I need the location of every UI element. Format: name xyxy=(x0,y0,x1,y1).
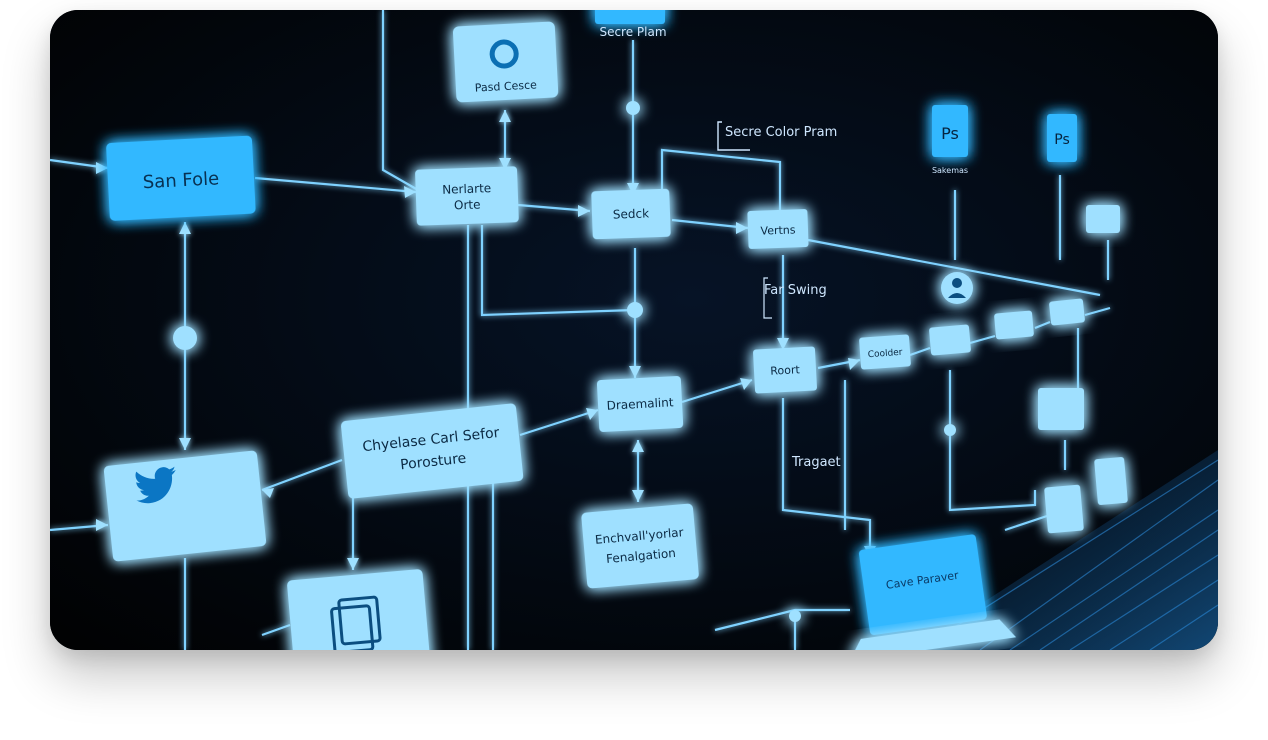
cooler-node: Coolder xyxy=(859,334,911,370)
vertex-label: Vertns xyxy=(760,223,796,237)
top-label: Secre Plam xyxy=(599,25,666,39)
twitter-node xyxy=(103,450,267,562)
merge-node: Nerlarte Orte xyxy=(415,166,519,226)
badge-label: Pasd Cesce xyxy=(475,78,538,94)
far-swing-label: Far Swing xyxy=(764,283,827,298)
junction-dot xyxy=(173,326,197,350)
tragaet-label: Tragaet xyxy=(791,455,841,470)
chain-node xyxy=(1038,388,1084,430)
document-stack-icon xyxy=(330,604,375,650)
laptop-keyboard xyxy=(849,619,1017,650)
junction-dot xyxy=(626,101,640,115)
badge-logo-icon xyxy=(489,39,519,69)
small-icon-tiles xyxy=(1044,457,1128,534)
far-swing-annotation: Far Swing xyxy=(763,277,827,319)
draemation-node: Draemalint xyxy=(596,376,684,432)
roort-label: Roort xyxy=(770,363,801,378)
junction-dot xyxy=(627,302,643,318)
secure-color-annotation: Secre Color Pram xyxy=(717,121,837,151)
merge-label-line2: Orte xyxy=(454,198,481,213)
chain-node xyxy=(994,310,1034,340)
icon-tile xyxy=(1044,484,1084,534)
draemation-label: Draemalint xyxy=(606,395,674,412)
junction-dot xyxy=(944,424,956,436)
tragaet-annotation: Tragaet xyxy=(791,455,841,470)
sedck-label: Sedck xyxy=(613,206,650,221)
junction-dots xyxy=(173,101,956,622)
ps-icon-1-label: Ps xyxy=(941,124,959,143)
ps-icon-2: Ps xyxy=(1047,114,1077,162)
floor-glow xyxy=(910,450,1218,650)
ps-icon-1: Ps Sakemas xyxy=(932,105,968,175)
san-fole-label: San Fole xyxy=(142,168,219,193)
icon-tile xyxy=(1094,457,1128,505)
chyelase-node: Chyelase Carl Sefor Porosture xyxy=(341,403,524,499)
ps-icon-1-caption: Sakemas xyxy=(932,166,968,175)
document-node xyxy=(287,569,431,650)
laptop-node: Cave Paraver xyxy=(849,534,1017,650)
merge-label-line1: Nerlarte xyxy=(442,181,491,197)
secure-color-label: Secre Color Pram xyxy=(725,125,837,140)
cooler-label: Coolder xyxy=(867,348,903,360)
flowchart-scene: Secre Plam Pasd Cesce San Fole Nerlarte … xyxy=(50,10,1218,650)
chain-node xyxy=(1049,298,1085,326)
chain-nodes xyxy=(929,205,1120,430)
top-box: Secre Plam xyxy=(595,10,667,39)
user-circle xyxy=(941,272,973,304)
junction-dot xyxy=(789,610,801,622)
document-icon xyxy=(337,595,382,646)
sedck-node: Sedck xyxy=(591,188,671,240)
ps-icon-2-label: Ps xyxy=(1054,132,1070,148)
user-icon xyxy=(952,278,962,288)
roort-node: Roort xyxy=(753,346,817,394)
twitter-bird-icon xyxy=(135,466,177,504)
san-fole-node: San Fole xyxy=(106,135,256,221)
image-card: Secre Plam Pasd Cesce San Fole Nerlarte … xyxy=(50,10,1218,650)
vertex-node: Vertns xyxy=(747,209,809,249)
chain-node xyxy=(929,324,971,356)
ench-label-line2: Fenalgation xyxy=(606,546,677,566)
ench-node: Enchvall'yorlar Fenalgation xyxy=(581,503,699,589)
chain-node xyxy=(1086,205,1120,233)
badge-node: Pasd Cesce xyxy=(452,21,559,103)
chyelase-label-line2: Porosture xyxy=(399,451,467,474)
